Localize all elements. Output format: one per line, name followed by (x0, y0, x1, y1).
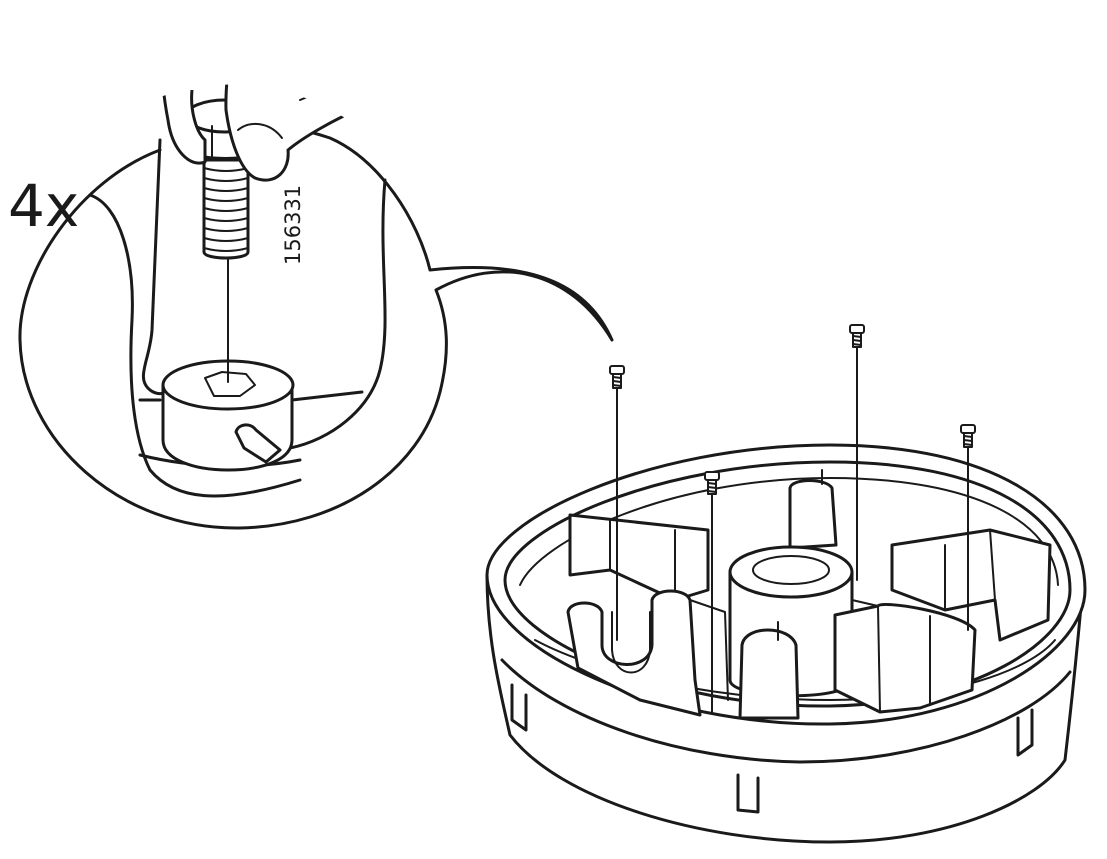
bolt-thread-mark (203, 227, 249, 232)
fin-back-center (788, 479, 838, 550)
skirt-notch-left (510, 683, 528, 732)
fin-front-right (833, 602, 977, 714)
bolt-thread-marks (203, 167, 249, 252)
hand-fingernail (237, 122, 283, 139)
housing-bolt-4 (960, 424, 976, 631)
hand-index-finger (224, 84, 432, 182)
skirt-notch-right (1016, 708, 1034, 757)
u-slot-inner (611, 611, 651, 674)
hex-socket-icon (204, 371, 256, 397)
bolt-thread-mark (203, 237, 249, 242)
bolt-set (609, 324, 976, 713)
magnifier-outline (18, 124, 614, 530)
bolt-thread-mark (707, 482, 717, 485)
housing-rim-lip (519, 477, 1059, 586)
fin-back-right (890, 528, 1052, 642)
bolt-thread-mark (852, 335, 862, 338)
housing-bolt-3 (849, 324, 865, 581)
bolt-thread-mark (203, 187, 249, 192)
bolt-thread-mark (963, 443, 973, 446)
skirt-notch-center (736, 773, 760, 814)
bolt-thread-mark (963, 435, 973, 438)
fin-front-right-face (877, 605, 931, 713)
detail-floor-line (138, 390, 364, 402)
socket-rib (234, 423, 282, 464)
detail-callout: 156331 (18, 84, 614, 530)
fin-side-wall-left (689, 599, 729, 701)
bolt-thread-mark (612, 384, 622, 387)
bolt-head (704, 471, 720, 481)
housing-bolt-1 (609, 365, 625, 641)
detail-housing-wall-right (288, 178, 387, 450)
bolt-thread-mark (707, 490, 717, 493)
bolt-head (849, 324, 865, 334)
bolt-thread-mark (203, 247, 249, 252)
fin-back-right-face (944, 529, 996, 611)
quantity-label: 4x (8, 172, 79, 240)
reference-number: 156331 (281, 185, 305, 265)
fin-front-left (566, 589, 702, 717)
base-housing (485, 443, 1087, 844)
bolt-thread-mark (852, 339, 862, 342)
bolt-thread-mark (203, 197, 249, 202)
bolt-thread-mark (203, 217, 249, 222)
bolt-thread-mark (707, 486, 717, 489)
fin-side-wall-right (851, 599, 879, 607)
bolt-thread-mark (612, 376, 622, 379)
central-hub-bore (752, 555, 830, 585)
bolt-thread-mark (852, 343, 862, 346)
fin-front-center (738, 628, 800, 720)
bolt-head (609, 365, 625, 375)
bolt-head (960, 424, 976, 434)
bolt-thread-mark (203, 207, 249, 212)
housing-bolt-2 (704, 471, 720, 713)
housing-skirt-band (500, 658, 1072, 764)
hand-thumb (159, 84, 207, 165)
bolt-shank (202, 158, 250, 260)
bolt-thread-mark (203, 177, 249, 182)
bolt-thread-mark (612, 380, 622, 383)
detail-housing-wall-left (88, 193, 302, 498)
bolt-thread-mark (963, 439, 973, 442)
detail-housing-inner-left (141, 138, 172, 396)
fin-back-left-face (609, 519, 676, 601)
